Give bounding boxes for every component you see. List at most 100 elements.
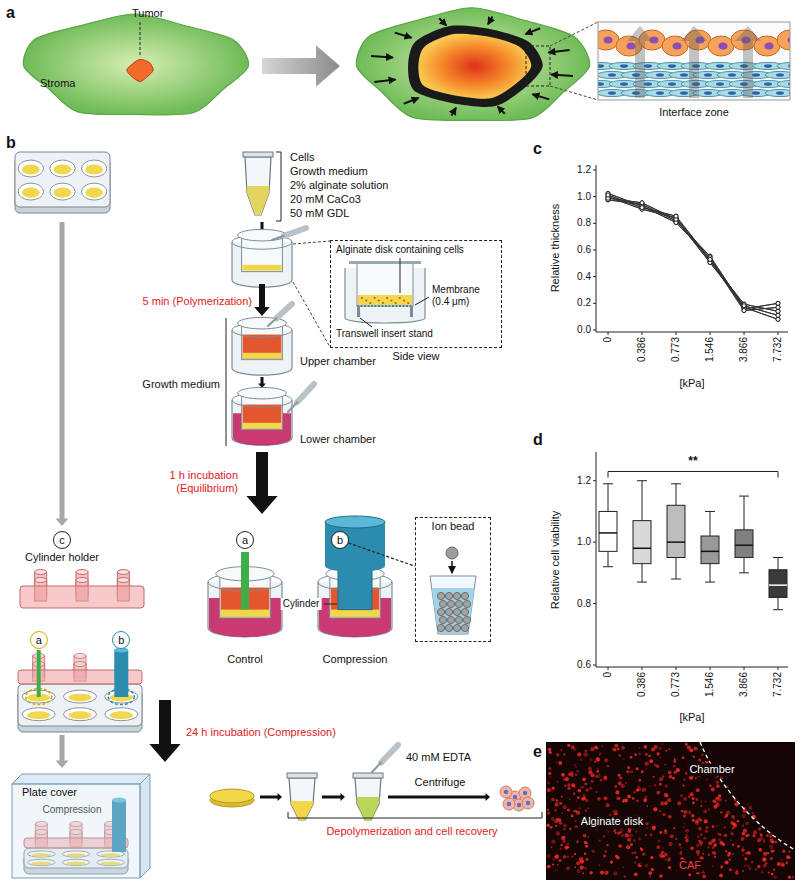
tick-label: 0.6 [577,659,591,671]
data-line [608,198,778,315]
upper-medium [243,405,282,429]
insert-rim [238,387,287,399]
caf-signal [560,844,563,847]
caf-signal [683,778,686,781]
caf-signal [621,746,625,750]
caf-signal [673,827,675,829]
embedded-cell [369,302,371,304]
data-point [776,313,780,317]
step-time: 1 h incubation (Equilibrium) [143,469,238,495]
compression-arrow [548,50,569,52]
caf-signal [745,852,748,855]
whisker-cap [773,557,783,558]
caf-signal [583,820,585,822]
caf-signal [590,747,594,751]
caf-signal [650,833,653,836]
pressure-arrow [735,26,761,98]
caf-signal [571,815,574,818]
tick-label: 0 [602,672,614,678]
tick-mark [593,665,596,666]
ion-bead [446,547,458,559]
caf-signal [585,788,589,792]
tumor-cell [708,36,734,56]
tick-mark [642,667,643,670]
compression-arrow [532,94,549,99]
caf-signal [696,773,700,777]
ingredient-item: 20 mM CaCo3 [290,193,361,206]
caf-signal [574,853,576,855]
caf-signal [601,745,603,747]
panel-letter: c [533,139,542,158]
caf-signal [667,857,671,861]
step-time: 24 h incubation (Compression) [186,726,336,739]
panel-letter: a [6,3,15,22]
caf-signal [766,834,769,837]
caf-signal [567,846,569,848]
caf-signal [547,809,549,811]
caf-signal [638,837,642,841]
cell-nucleus [517,803,521,807]
tick-label: 0.773 [670,672,682,697]
median [701,551,719,553]
caf-signal [634,851,637,854]
caf-signal [702,874,706,878]
compression-arrow [439,18,446,25]
caf-signal [737,845,740,848]
stromal-cell [765,71,790,78]
caf-signal [604,776,607,779]
caf-signal [691,814,695,818]
tick-mark [593,303,596,304]
caf-signal [737,820,739,822]
caf-signal [654,763,657,766]
ingredient-item: Cells [290,151,314,164]
caf-signal [720,811,722,813]
caf-signal [636,815,638,817]
caf-signal [753,830,757,834]
tube-cap [287,773,317,778]
tick-mark [593,196,596,197]
ingredient-item: Growth medium [290,165,368,178]
caf-signal [771,840,774,843]
caf-signal [650,856,653,859]
tick-mark [676,667,677,670]
well-disk [22,164,40,174]
tick-mark [593,170,596,171]
caf-signal [685,836,689,840]
data-point [776,301,780,305]
caf-signal [687,810,691,814]
caf-signal [720,774,722,776]
caf-signal [685,837,687,839]
caf-signal [638,752,641,755]
caf-signal [688,796,690,798]
cell-nucleus [513,795,517,799]
caf-signal [596,757,600,761]
median [599,532,617,534]
holder-frame [20,586,144,608]
caf-signal [677,801,681,805]
caf-signal [582,872,584,874]
caf-signal [672,777,675,780]
caf-signal [700,800,702,802]
caf-signal [701,753,704,756]
caf-signal [546,854,550,858]
ion-bead [455,600,462,607]
caf-signal [647,805,649,807]
cell-nucleus [668,64,676,68]
data-point [776,305,780,309]
caf-signal [651,748,655,752]
tick-label: 0.6 [577,244,591,256]
zoom-line [293,241,330,244]
data-point [776,317,780,321]
caf-signal [614,785,617,788]
y-axis [596,452,597,667]
caf-signal [547,865,550,868]
embedded-cell [399,297,401,299]
caf-signal [641,770,644,773]
box [769,570,787,598]
caf-signal [561,836,565,840]
callout-circle: b [112,631,130,649]
caf-signal [615,790,619,794]
ingredient-item: 50 mM GDL [290,207,349,220]
tube-cap [353,773,383,778]
plate-well [50,160,75,177]
